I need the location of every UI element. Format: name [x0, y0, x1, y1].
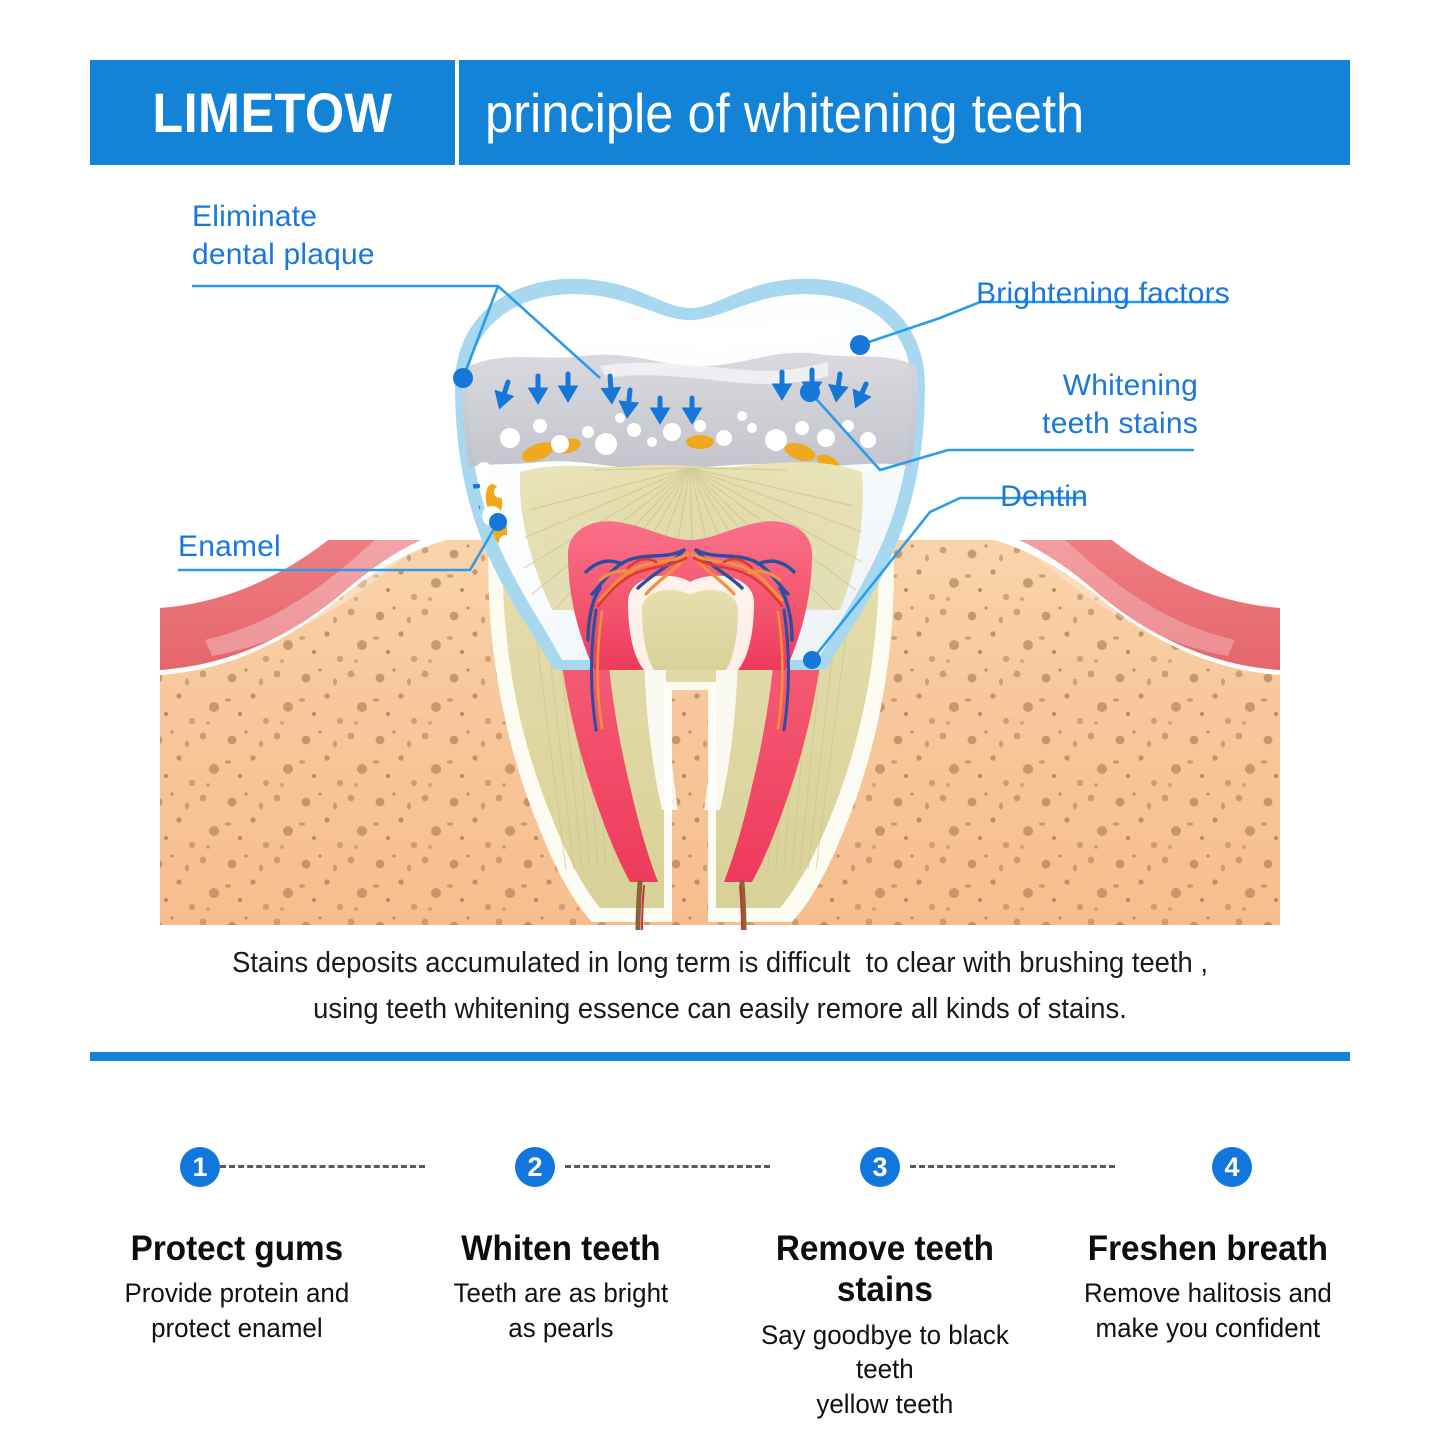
tooth-cross-section-illustration	[0, 170, 1440, 930]
step-desc-4: Remove halitosis and make you confident	[1084, 1278, 1333, 1343]
gum-highlight-right	[1015, 540, 1235, 656]
enamel-gloss-streak-2	[600, 362, 828, 384]
step-circle-2[interactable]: 2	[515, 1147, 555, 1187]
step-item-3: Remove teeth stains Say goodbye to black…	[723, 1228, 1047, 1421]
step-number-4: 4	[1224, 1151, 1240, 1182]
caption-line-2: using teeth whitening essence can easily…	[313, 993, 1127, 1026]
step-desc-3: Say goodbye to black teeth yellow teeth	[760, 1319, 1009, 1419]
page-title: principle of whitening teeth	[485, 81, 1085, 144]
step-item-4: Freshen breath Remove halitosis and make…	[1046, 1228, 1370, 1421]
brand-name: LIMETOW	[152, 81, 393, 144]
dot-dentin	[803, 651, 821, 669]
dot-brightening-factors	[850, 335, 870, 355]
callout-enamel: Enamel	[178, 530, 281, 563]
step-title-4: Freshen breath	[1088, 1229, 1329, 1268]
dot-eliminate-plaque	[453, 368, 473, 388]
leader-enamel	[178, 521, 500, 572]
apical-nerve-strands	[635, 879, 747, 930]
dot-whitening-stains	[800, 382, 820, 402]
callout-whitening-teeth-stains: Whitening teeth stains	[1042, 369, 1198, 441]
enamel-gloss-streak	[520, 318, 850, 349]
steps-track: 1 2 3 4	[90, 1147, 1350, 1187]
leader-eliminate-plaque	[461, 285, 500, 379]
callout-dentin: Dentin	[1000, 480, 1088, 513]
header-divider	[455, 60, 459, 165]
step-number-2: 2	[527, 1151, 543, 1182]
dot-enamel	[489, 513, 507, 531]
step-circle-3[interactable]: 3	[860, 1147, 900, 1187]
caption-line-1: Stains deposits accumulated in long term…	[232, 947, 1208, 979]
dash-connector-2-3	[565, 1165, 770, 1168]
header-title-block: principle of whitening teeth	[459, 60, 1350, 165]
step-number-1: 1	[192, 1151, 208, 1182]
pulp-cavity-inner	[642, 589, 738, 670]
step-title-2: Whiten teeth	[460, 1229, 661, 1268]
step-title-1: Protect gums	[130, 1229, 344, 1268]
callout-anchor-dots	[453, 335, 870, 669]
step-desc-2: Teeth are as bright as pearls	[453, 1278, 668, 1343]
header-bar: LIMETOW principle of whitening teeth	[90, 60, 1350, 165]
dash-connector-1-2	[220, 1165, 425, 1168]
caption-block: Stains deposits accumulated in long term…	[144, 940, 1296, 1032]
steps-text-row: Protect gums Provide protein and protect…	[75, 1228, 1370, 1421]
pulp-vessels	[584, 548, 796, 732]
section-divider-rule	[90, 1052, 1350, 1061]
callout-eliminate-dental-plaque: Eliminate dental plaque	[192, 200, 375, 272]
callout-brightening-factors: Brightening factors	[976, 277, 1230, 310]
leader-brightening-factors	[859, 300, 1226, 347]
tooth-crown-group	[455, 278, 925, 732]
dash-connector-3-4	[910, 1165, 1115, 1168]
leader-whitening-stains	[809, 391, 1194, 472]
step-circle-1[interactable]: 1	[180, 1147, 220, 1187]
step-circle-4[interactable]: 4	[1212, 1147, 1252, 1187]
callout-leader-lines	[178, 284, 1226, 661]
leader-dentin	[810, 496, 1084, 661]
step-item-2: Whiten teeth Teeth are as bright as pear…	[399, 1228, 723, 1421]
step-number-3: 3	[872, 1151, 888, 1182]
step-item-1: Protect gums Provide protein and protect…	[75, 1228, 399, 1421]
step-desc-1: Provide protein and protect enamel	[124, 1278, 350, 1343]
tooth-diagram-svg	[160, 278, 1280, 930]
whitening-bubbles	[476, 411, 876, 549]
step-title-3: Remove teeth stains	[775, 1229, 994, 1310]
brand-block: LIMETOW	[90, 60, 455, 165]
